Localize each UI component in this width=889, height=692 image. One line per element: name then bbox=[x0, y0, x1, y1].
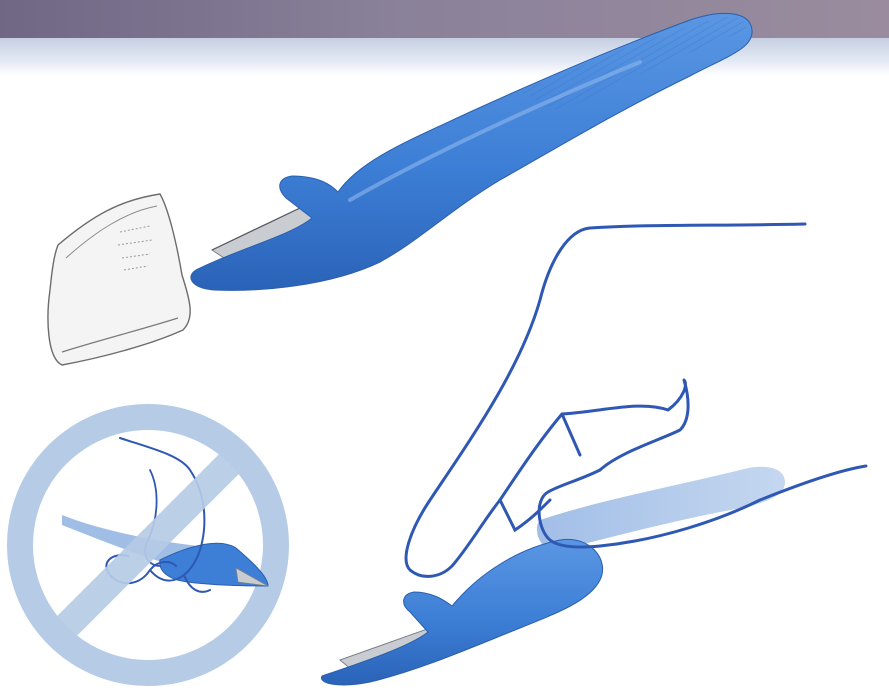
incorrect-grip-illustration bbox=[20, 417, 276, 673]
blade-cover-illustration bbox=[48, 194, 190, 365]
safety-scalpel-illustration bbox=[191, 13, 752, 290]
correct-grip-illustration bbox=[322, 224, 866, 685]
